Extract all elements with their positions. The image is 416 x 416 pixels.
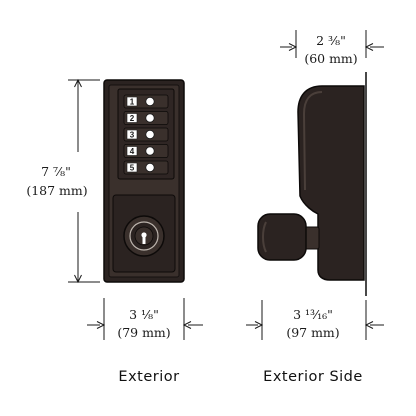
side-top-metric-label: (60 mm) (304, 51, 357, 66)
keypad-button-3[interactable]: 3 (123, 127, 169, 142)
exterior-side-caption: Exterior Side (263, 369, 363, 385)
keypad-number-box (126, 113, 138, 123)
keypad-button-1[interactable]: 1 (123, 94, 169, 109)
keypad-number-box (126, 96, 138, 107)
side-knob-highlight (262, 221, 267, 253)
keypad-buttons: 1 2 3 4 5 (123, 94, 169, 175)
side-body-profile (297, 85, 365, 281)
keyhole-icon (142, 236, 146, 244)
front-width-metric-label: (79 mm) (117, 325, 170, 340)
keypad-push-button[interactable] (145, 146, 155, 156)
side-knob (257, 213, 307, 261)
side-top-dimension (280, 30, 384, 58)
exterior-caption: Exterior (118, 369, 179, 385)
exterior-side-view (257, 72, 367, 296)
keypad-push-button[interactable] (145, 113, 155, 123)
keypad-number-label: 2 (130, 114, 135, 123)
side-bottom-dimension (246, 300, 384, 340)
side-body-highlight (302, 91, 323, 191)
keypad-button-4[interactable]: 4 (123, 144, 169, 158)
keypad-push-button[interactable] (145, 129, 155, 140)
keypad-number-label: 4 (130, 147, 135, 156)
keypad-number-box (126, 162, 138, 173)
side-bottom-metric-label: (97 mm) (286, 325, 339, 340)
height-dimension (68, 78, 100, 284)
height-metric-label: (187 mm) (26, 183, 87, 198)
keypad-button-2[interactable]: 2 (123, 111, 169, 125)
front-width-dimension (87, 298, 203, 340)
height-imperial-label: 7 ⅞" (41, 164, 71, 179)
side-bottom-imperial-label: 3 ¹³⁄₁₆" (293, 307, 333, 322)
keypad-number-box (126, 129, 138, 140)
keypad-button-5[interactable]: 5 (123, 160, 169, 175)
keypad-number-label: 3 (130, 131, 135, 140)
side-top-imperial-label: 2 ⅜" (316, 33, 346, 48)
keypad-push-button[interactable] (145, 96, 155, 107)
keyhole-top-icon (141, 232, 147, 238)
keypad-number-label: 5 (130, 164, 135, 173)
front-width-imperial-label: 3 ⅛" (129, 307, 159, 322)
keypad-push-button[interactable] (145, 162, 155, 173)
keypad-number-box (126, 146, 138, 156)
keypad-number-label: 1 (130, 98, 135, 107)
exterior-front-view: 1 2 3 4 5 (103, 79, 185, 283)
